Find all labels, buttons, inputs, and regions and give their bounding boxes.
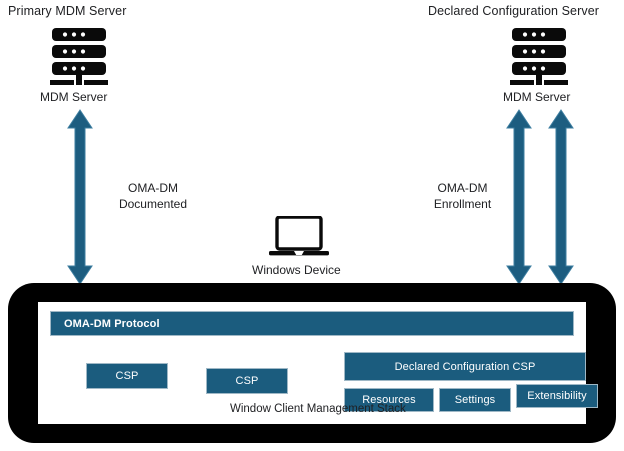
left-double-headed-arrow-icon	[66, 108, 94, 286]
stack-caption: Window Client Management Stack	[230, 403, 406, 415]
windows-device-panel: OMA-DM Protocol CSP CSP Declared Configu…	[8, 283, 616, 443]
right-double-headed-arrow-icon-2	[547, 108, 575, 286]
left-arrow-label: OMA-DM Documented	[98, 180, 208, 212]
right-server-sublabel: MDM Server	[503, 90, 571, 104]
resources-box[interactable]: Resources	[344, 388, 434, 412]
right-arrow-label-line2: Enrollment	[433, 197, 492, 211]
settings-box[interactable]: Settings	[439, 388, 511, 412]
primary-mdm-server-title: Primary MDM Server	[8, 4, 127, 18]
csp-box-left[interactable]: CSP	[86, 363, 168, 389]
csp-box-middle[interactable]: CSP	[206, 368, 288, 394]
left-arrow-label-line2: Documented	[118, 197, 188, 211]
declared-configuration-server-title: Declared Configuration Server	[428, 4, 600, 18]
left-server-sublabel: MDM Server	[40, 90, 108, 104]
declared-configuration-csp-box[interactable]: Declared Configuration CSP	[344, 352, 586, 381]
oma-dm-protocol-bar[interactable]: OMA-DM Protocol	[50, 311, 574, 336]
right-arrow-label-line1: OMA-DM	[437, 181, 488, 195]
left-arrow-label-line1: OMA-DM	[128, 181, 178, 195]
server-rack-icon-right	[508, 26, 570, 91]
extensibility-box[interactable]: Extensibility	[516, 384, 598, 408]
right-arrow-label: OMA-DM Enrollment	[405, 180, 520, 212]
server-rack-icon-left	[48, 26, 110, 91]
client-management-stack-container: OMA-DM Protocol CSP CSP Declared Configu…	[38, 302, 598, 424]
windows-device-label: Windows Device	[252, 263, 341, 277]
laptop-icon	[268, 215, 330, 265]
